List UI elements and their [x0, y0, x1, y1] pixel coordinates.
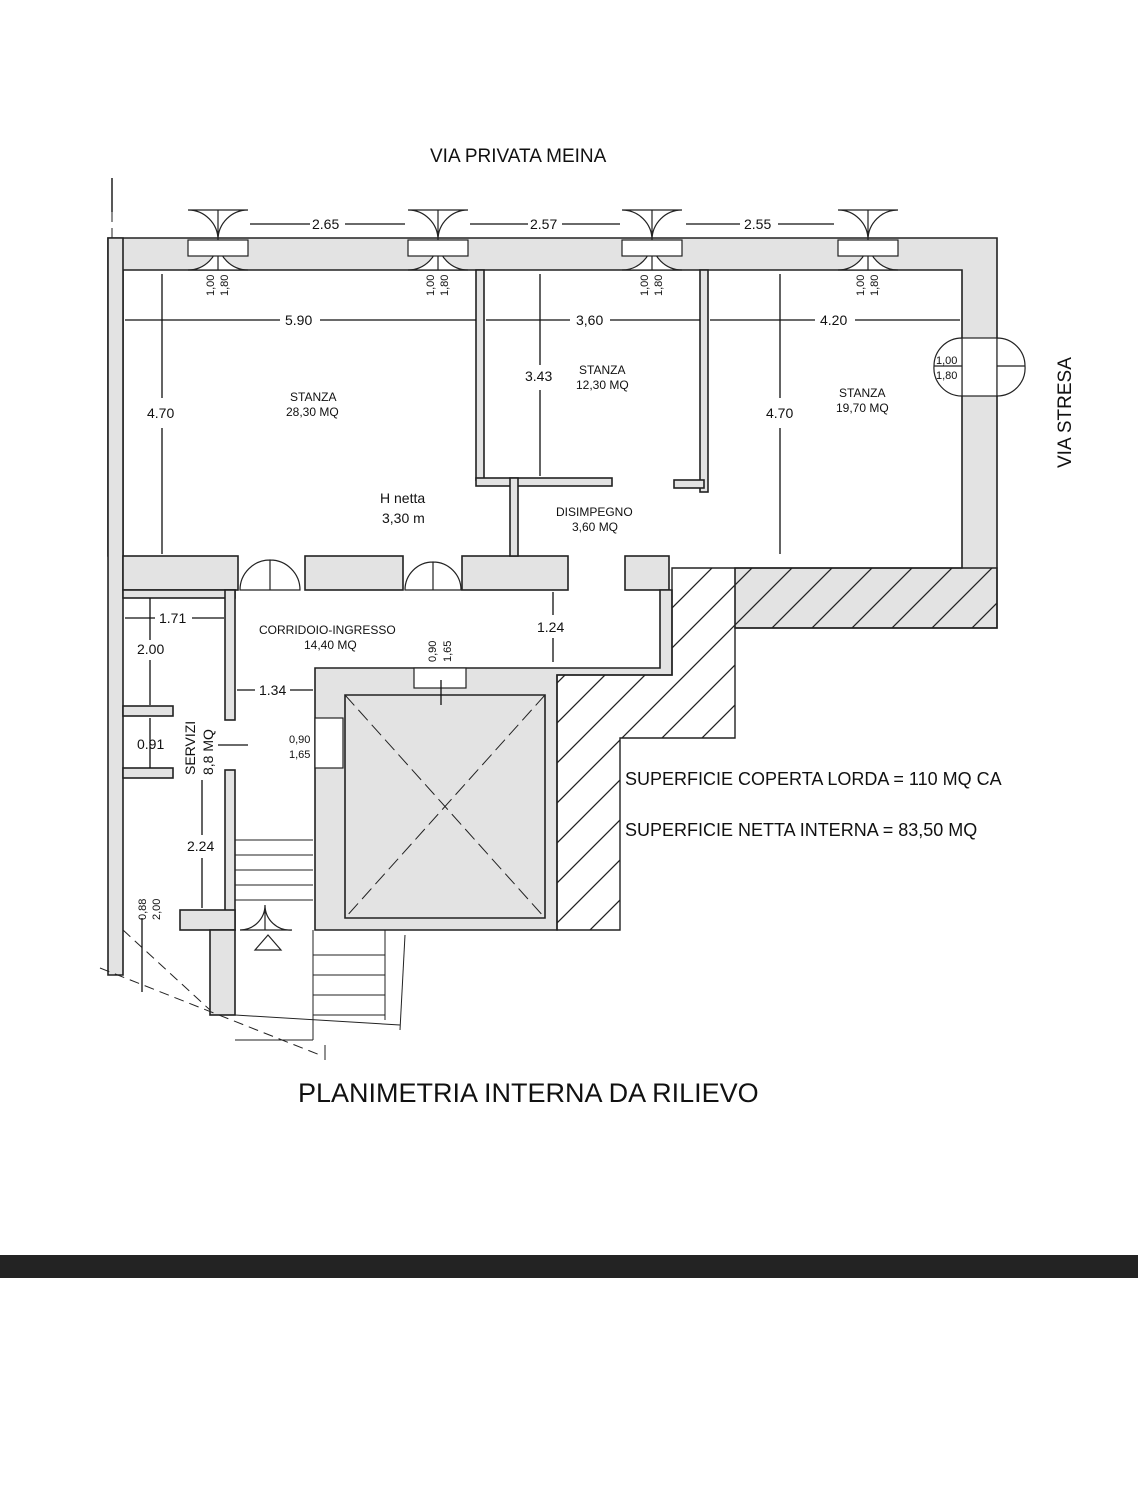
window-east-h: 1,80: [936, 370, 957, 382]
bottom-bar: [0, 1255, 1138, 1278]
dim-width-1: 5.90: [285, 312, 312, 328]
dim-width-2: 3,60: [576, 312, 603, 328]
surface-gross: SUPERFICIE COPERTA LORDA = 110 MQ CA: [625, 769, 1002, 789]
door-core-h: 1,65: [442, 641, 454, 662]
window-east-w: 1,00: [936, 355, 957, 367]
door-side-w: 0,90: [289, 734, 310, 746]
lift-shaft: [344, 694, 546, 919]
stairs: [99, 839, 406, 1060]
room-corridoio-name: CORRIDOIO-INGRESSO: [259, 623, 396, 637]
door-side-h: 1,65: [289, 749, 310, 761]
window-top-1-w: 1,00: [205, 275, 217, 296]
room-stanza-3-area: 19,70 MQ: [836, 401, 889, 415]
door-core-w: 0,90: [427, 641, 439, 662]
dim-servizi-h1: 2.00: [137, 641, 164, 657]
plan-title: PLANIMETRIA INTERNA DA RILIEVO: [298, 1078, 759, 1108]
room-disimpegno-name: DISIMPEGNO: [556, 505, 633, 519]
dim-top-2: 2.57: [530, 216, 557, 232]
street-east-label: VIA STRESA: [1055, 357, 1076, 468]
room-servizi-name: SERVIZI: [182, 721, 198, 775]
dim-width-3: 4.20: [820, 312, 847, 328]
room-stanza-1-area: 28,30 MQ: [286, 405, 339, 419]
doors: [239, 559, 467, 951]
room-stanza-2-name: STANZA: [579, 363, 625, 377]
room-stanza-3-name: STANZA: [839, 386, 885, 400]
window-top-4-w: 1,00: [855, 275, 867, 296]
dim-corridor-depth: 1.24: [537, 619, 564, 635]
window-group-top: [187, 209, 899, 271]
dimension-lines: [125, 223, 960, 992]
door-bottom-w: 0,88: [137, 899, 149, 920]
room-corridoio-area: 14,40 MQ: [304, 638, 357, 652]
window-top-1-h: 1,80: [219, 275, 231, 296]
dim-height-1: 4.70: [147, 405, 174, 421]
window-top-3-w: 1,00: [639, 275, 651, 296]
dim-height-3: 4.70: [766, 405, 793, 421]
surface-net: SUPERFICIE NETTA INTERNA = 83,50 MQ: [625, 820, 977, 840]
dim-corridor-width: 1.34: [259, 682, 286, 698]
window-top-3-h: 1,80: [653, 275, 665, 296]
door-bottom-h: 2,00: [151, 899, 163, 920]
height-label: H netta: [380, 490, 425, 506]
dim-servizi-h2: 0.91: [137, 736, 164, 752]
hatched-area: [556, 567, 998, 931]
window-top-4-h: 1,80: [869, 275, 881, 296]
dim-servizi-h3: 2.24: [187, 838, 214, 854]
dim-height-2: 3.43: [525, 368, 552, 384]
dim-servizi-width: 1.71: [159, 610, 186, 626]
room-stanza-2-area: 12,30 MQ: [576, 378, 629, 392]
height-value: 3,30 m: [382, 510, 425, 526]
dim-top-1: 2.65: [312, 216, 339, 232]
street-north-label: VIA PRIVATA MEINA: [430, 146, 607, 167]
room-stanza-1-name: STANZA: [290, 390, 336, 404]
window-east: [933, 337, 1026, 397]
window-top-2-h: 1,80: [439, 275, 451, 296]
room-disimpegno-area: 3,60 MQ: [572, 520, 618, 534]
room-servizi-area: 8,8 MQ: [200, 729, 216, 775]
dim-top-3: 2.55: [744, 216, 771, 232]
window-top-2-w: 1,00: [425, 275, 437, 296]
